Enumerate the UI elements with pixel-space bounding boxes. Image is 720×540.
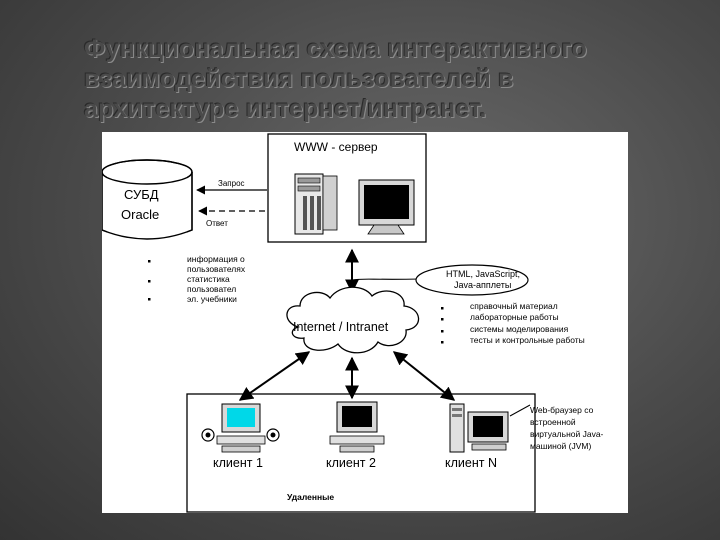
title-line-3: архитектуре интернет/интранет.: [84, 95, 487, 123]
clientN-label: клиент N: [445, 456, 497, 470]
right-bullet-list: справочный материал лабораторные работы …: [441, 301, 585, 345]
client2-label: клиент 2: [326, 456, 376, 470]
server-monitor-icon: [358, 179, 415, 235]
server-tower-icon: [294, 173, 338, 235]
client2-computer-icon: [329, 401, 385, 453]
title-line-1: Функциональная схема интерактивного: [84, 35, 588, 63]
left-item-3: эл. учебники: [187, 294, 237, 304]
slide-title: Функциональная схема интерактивного взаи…: [84, 34, 684, 124]
right-item-3: системы моделирования: [470, 324, 569, 334]
left-item-2a: статистика: [187, 274, 230, 284]
right-item-2: лабораторные работы: [470, 312, 559, 322]
request-label: Запрос: [218, 179, 245, 188]
diagram-svg: СУБД Oracle Запрос Ответ WWW - сервер ин…: [102, 133, 604, 513]
client1-arrow: [238, 351, 311, 401]
title-line-2: взаимодействия пользователей в: [84, 65, 514, 93]
browser-note-3: виртуальной Java-: [530, 429, 604, 439]
browser-note-pointer: [509, 404, 531, 417]
database-cylinder: [102, 159, 193, 240]
html-cloud: [415, 264, 529, 296]
browser-note-2: встроенной: [530, 417, 576, 427]
client1-label: клиент 1: [213, 456, 263, 470]
right-item-1: справочный материал: [470, 301, 558, 311]
html-cloud-line-1: HTML, JavaScript,: [446, 269, 520, 279]
left-item-2b: пользовател: [187, 284, 236, 294]
db-label-2: Oracle: [121, 207, 159, 222]
diagram-panel: СУБД Oracle Запрос Ответ WWW - сервер ин…: [102, 132, 628, 513]
left-item-1a: информация о: [187, 254, 245, 264]
response-label: Ответ: [206, 219, 228, 228]
server-label: WWW - сервер: [294, 140, 378, 154]
right-item-4: тесты и контрольные работы: [470, 335, 585, 345]
browser-note-4: машиной (JVM): [530, 441, 591, 451]
remote-label: Удаленные: [287, 492, 334, 502]
internet-cloud: [286, 286, 420, 354]
clientN-computer-icon: [449, 403, 509, 453]
db-label-1: СУБД: [124, 187, 159, 202]
html-connector-line: [351, 278, 421, 281]
html-cloud-line-2: Java-апплеты: [454, 280, 511, 290]
browser-note-1: Web-браузер со: [530, 405, 594, 415]
client1-computer-icon: [201, 403, 280, 453]
network-label: Internet / Intranet: [293, 320, 389, 334]
clientN-arrow: [392, 351, 456, 401]
left-bullet-list: информация о пользователях статистика по…: [148, 254, 246, 304]
left-item-1b: пользователях: [187, 264, 246, 274]
